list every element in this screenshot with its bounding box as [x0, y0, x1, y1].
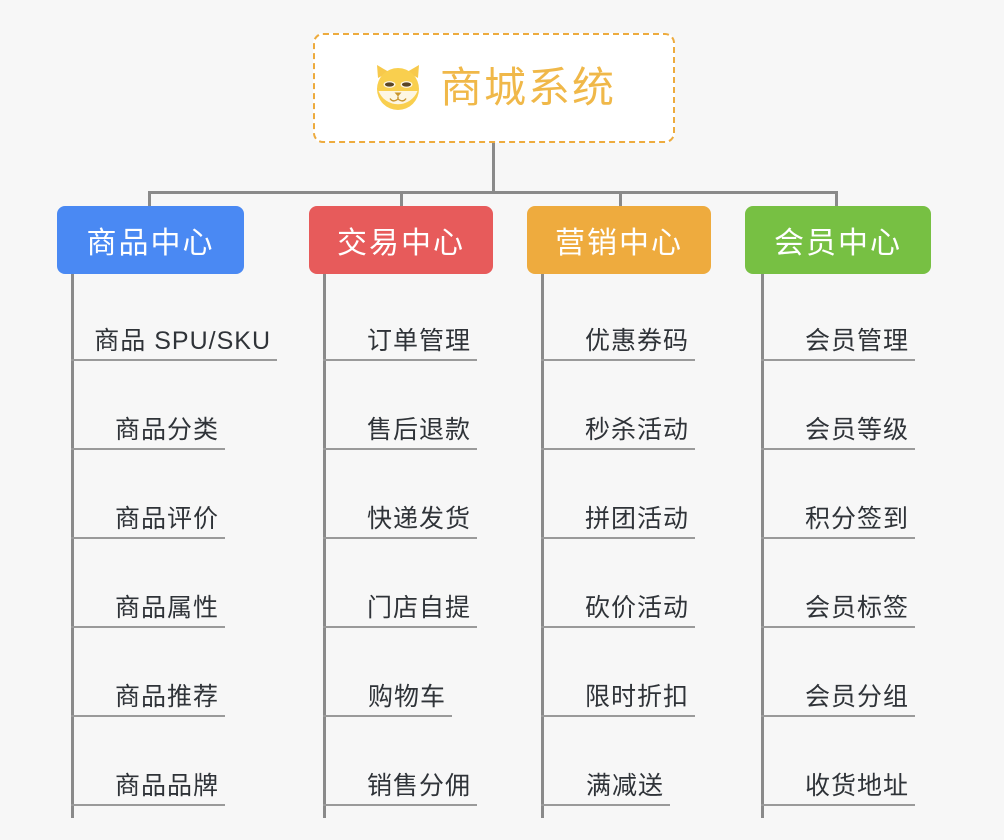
- leaf-label: 满减送: [585, 771, 664, 800]
- connector-root-stem: [492, 143, 495, 193]
- leaf-label: 购物车: [367, 682, 446, 711]
- leaf-item[interactable]: 秒杀活动: [541, 361, 695, 450]
- category-label-1: 商品中心: [86, 227, 215, 260]
- leaf-item[interactable]: 优惠券码: [541, 273, 695, 361]
- leaf-item[interactable]: 门店自提: [323, 539, 477, 628]
- leaf-item[interactable]: 积分签到: [761, 450, 915, 539]
- leaf-label: 会员分组: [804, 682, 909, 711]
- leaf-label: 砍价活动: [584, 593, 689, 622]
- connector-drop-4: [835, 191, 838, 206]
- category-label-4: 会员中心: [774, 227, 902, 260]
- leaf-item[interactable]: 满减送: [541, 717, 670, 806]
- category-box-3[interactable]: 营销中心: [527, 206, 711, 274]
- leaf-label: 积分签到: [804, 504, 909, 533]
- category-label-3: 营销中心: [555, 227, 683, 260]
- connector-drop-2: [400, 191, 403, 206]
- leaf-label: 限时折扣: [584, 682, 689, 711]
- leaf-item[interactable]: 会员分组: [761, 628, 915, 717]
- leaf-label: 拼团活动: [584, 504, 689, 533]
- leaf-label: 秒杀活动: [584, 415, 689, 444]
- leaf-label: 订单管理: [366, 326, 471, 355]
- connector-drop-3: [619, 191, 622, 206]
- leaf-item[interactable]: 会员标签: [761, 539, 915, 628]
- category-label-2: 交易中心: [337, 227, 465, 260]
- leaf-label: 商品 SPU/SKU: [94, 326, 271, 355]
- branch-trunk-2: [323, 273, 326, 818]
- leaf-item[interactable]: 砍价活动: [541, 539, 695, 628]
- leaf-item[interactable]: 商品评价: [71, 450, 225, 539]
- category-box-2[interactable]: 交易中心: [309, 206, 493, 274]
- leaf-label: 会员标签: [804, 593, 909, 622]
- leaf-label: 收货地址: [804, 771, 909, 800]
- branch-trunk-4: [761, 273, 764, 818]
- leaf-item[interactable]: 商品品牌: [71, 717, 225, 806]
- shiba-dog-face-icon: [372, 62, 424, 114]
- leaf-item[interactable]: 购物车: [323, 628, 452, 717]
- branch-trunk-3: [541, 273, 544, 818]
- leaf-item[interactable]: 商品属性: [71, 539, 225, 628]
- leaf-item[interactable]: 售后退款: [323, 361, 477, 450]
- leaf-item[interactable]: 收货地址: [761, 717, 915, 806]
- leaf-label: 门店自提: [366, 593, 471, 622]
- leaf-item[interactable]: 会员管理: [761, 273, 915, 361]
- leaf-label: 商品分类: [114, 415, 219, 444]
- leaf-item[interactable]: 拼团活动: [541, 450, 695, 539]
- leaf-label: 商品推荐: [114, 682, 219, 711]
- leaf-label: 商品品牌: [114, 771, 219, 800]
- leaf-item[interactable]: 商品 SPU/SKU: [71, 273, 277, 361]
- category-box-4[interactable]: 会员中心: [745, 206, 931, 274]
- leaf-label: 销售分佣: [366, 771, 471, 800]
- root-title: 商城系统: [439, 64, 616, 111]
- leaf-item[interactable]: 会员等级: [761, 361, 915, 450]
- leaf-item[interactable]: 限时折扣: [541, 628, 695, 717]
- leaf-label: 优惠券码: [584, 326, 689, 355]
- connector-drop-1: [148, 191, 151, 206]
- leaf-item[interactable]: 商品推荐: [71, 628, 225, 717]
- branch-trunk-1: [71, 273, 74, 818]
- leaf-label: 会员等级: [804, 415, 909, 444]
- leaf-label: 会员管理: [804, 326, 909, 355]
- category-box-1[interactable]: 商品中心: [57, 206, 244, 274]
- leaf-item[interactable]: 销售分佣: [323, 717, 477, 806]
- leaf-label: 商品属性: [114, 593, 219, 622]
- leaf-label: 快递发货: [366, 504, 471, 533]
- connector-horizontal-bus: [148, 191, 838, 194]
- root-node-mall-system[interactable]: 商城系统: [313, 33, 675, 143]
- leaf-label: 商品评价: [114, 504, 219, 533]
- leaf-item[interactable]: 快递发货: [323, 450, 477, 539]
- leaf-item[interactable]: 订单管理: [323, 273, 477, 361]
- leaf-label: 售后退款: [366, 415, 471, 444]
- leaf-item[interactable]: 商品分类: [71, 361, 225, 450]
